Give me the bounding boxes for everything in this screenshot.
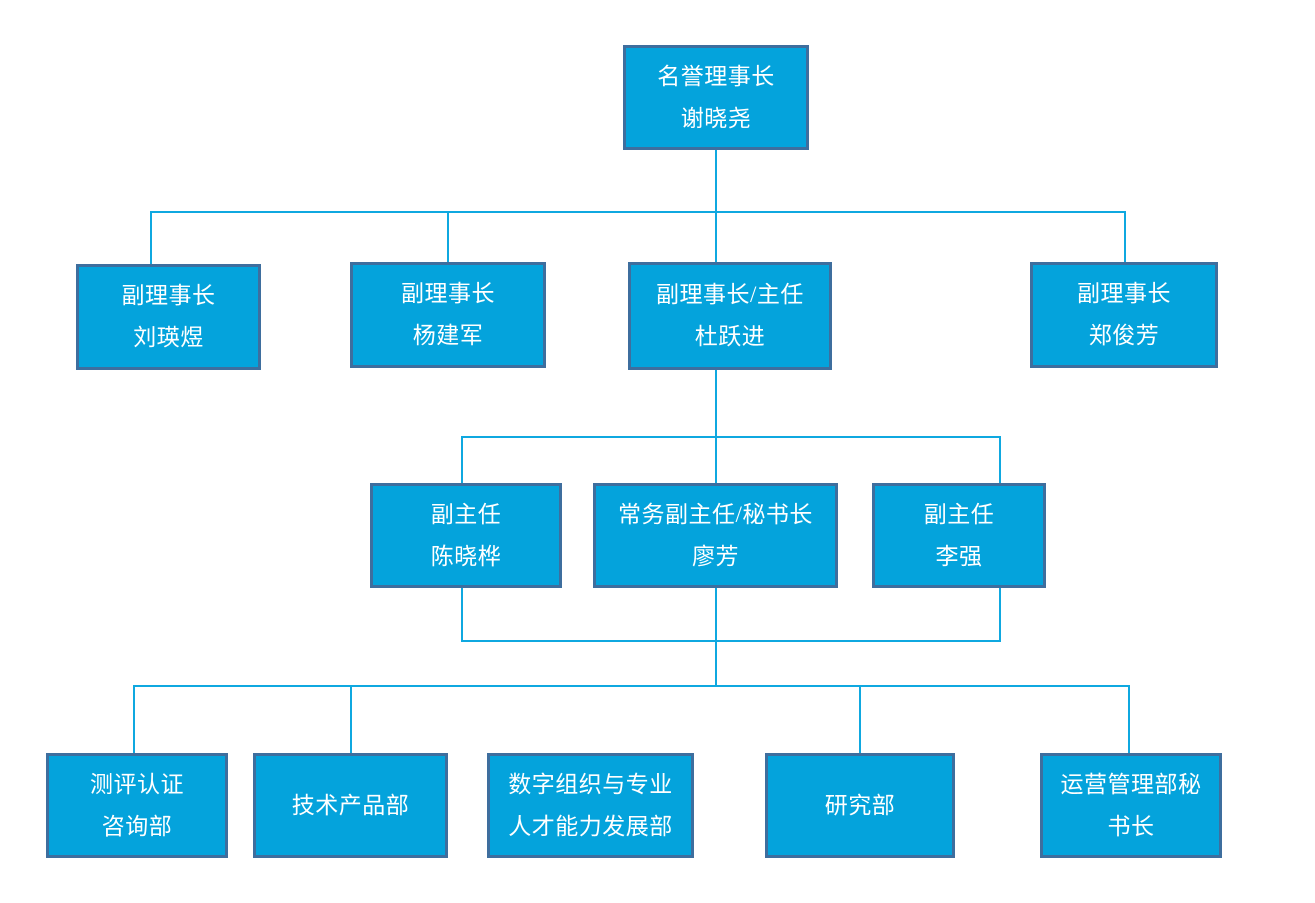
node-person: 刘瑛煜: [133, 325, 204, 350]
connector-deputy-director-2-down: [999, 588, 1001, 641]
connector-deputy-merge-bus: [461, 640, 1001, 642]
node-title: 常务副主任/秘书长: [618, 501, 813, 527]
node-vice-chairman-1[interactable]: 副理事长 刘瑛煜: [76, 264, 261, 370]
node-dept-operations[interactable]: 运营管理部秘 书长: [1040, 753, 1222, 858]
connector-drop-vice-chairman-1: [150, 211, 152, 265]
node-title: 副主任: [430, 501, 502, 527]
node-deputy-director-2[interactable]: 副主任 李强: [872, 483, 1046, 588]
node-person: 杜跃进: [694, 324, 766, 349]
node-person: 书长: [1107, 813, 1155, 839]
node-person: 谢晓尧: [680, 105, 752, 131]
node-title: 技术产品部: [291, 792, 410, 818]
connector-executive-deputy-director-down: [715, 588, 717, 641]
node-person: 郑俊芳: [1088, 323, 1160, 348]
connector-level3-bus: [461, 436, 1001, 438]
connector-drop-vice-chairman-4: [1124, 211, 1126, 265]
node-dept-research[interactable]: 研究部: [765, 753, 955, 858]
node-person: 人才能力发展部: [508, 813, 673, 839]
node-title: 副理事长: [401, 281, 495, 307]
node-title: 研究部: [824, 792, 896, 818]
connector-drop-vice-chairman-2: [447, 211, 449, 265]
node-dept-evaluation[interactable]: 测评认证 咨询部: [46, 753, 228, 858]
node-vice-chairman-2[interactable]: 副理事长 杨建军: [350, 262, 546, 368]
node-person: 李强: [935, 543, 983, 569]
connector-drop-dept-evaluation: [133, 685, 135, 754]
node-vice-chairman-director[interactable]: 副理事长/主任 杜跃进: [628, 262, 832, 370]
connector-drop-deputy-director-2: [999, 436, 1001, 484]
connector-departments-bus: [133, 685, 1129, 687]
node-deputy-director-1[interactable]: 副主任 陈晓桦: [370, 483, 562, 588]
node-title: 数字组织与专业: [508, 771, 673, 797]
node-title: 名誉理事长: [657, 63, 775, 89]
connector-drop-dept-research: [859, 685, 861, 754]
node-title: 副理事长: [1077, 281, 1171, 307]
node-title: 副理事长/主任: [656, 282, 804, 308]
node-person: 杨建军: [412, 323, 484, 348]
connector-drop-vice-chairman-director: [715, 211, 717, 265]
connector-deputy-director-1-down: [461, 588, 463, 641]
connector-director-down: [715, 370, 717, 437]
node-title: 副主任: [923, 501, 995, 527]
connector-root-down: [715, 150, 717, 213]
connector-departments-trunk: [715, 640, 717, 686]
node-title: 运营管理部秘: [1060, 771, 1202, 797]
connector-level2-bus: [150, 211, 1126, 213]
node-dept-digital-talent[interactable]: 数字组织与专业 人才能力发展部: [487, 753, 694, 858]
connector-drop-dept-tech-product: [350, 685, 352, 754]
connector-drop-deputy-director-1: [461, 436, 463, 484]
connector-drop-dept-operations: [1128, 685, 1130, 754]
node-vice-chairman-4[interactable]: 副理事长 郑俊芳: [1030, 262, 1218, 368]
node-person: 廖芳: [692, 543, 739, 569]
node-title: 测评认证: [90, 771, 184, 797]
node-person: 陈晓桦: [430, 543, 502, 569]
node-title: 副理事长: [121, 283, 216, 309]
node-executive-deputy-director[interactable]: 常务副主任/秘书长 廖芳: [593, 483, 838, 588]
connector-drop-executive-deputy-director: [715, 436, 717, 484]
node-dept-tech-product[interactable]: 技术产品部: [253, 753, 448, 858]
node-person: 咨询部: [101, 813, 173, 839]
node-honorary-chairman[interactable]: 名誉理事长 谢晓尧: [623, 45, 809, 150]
